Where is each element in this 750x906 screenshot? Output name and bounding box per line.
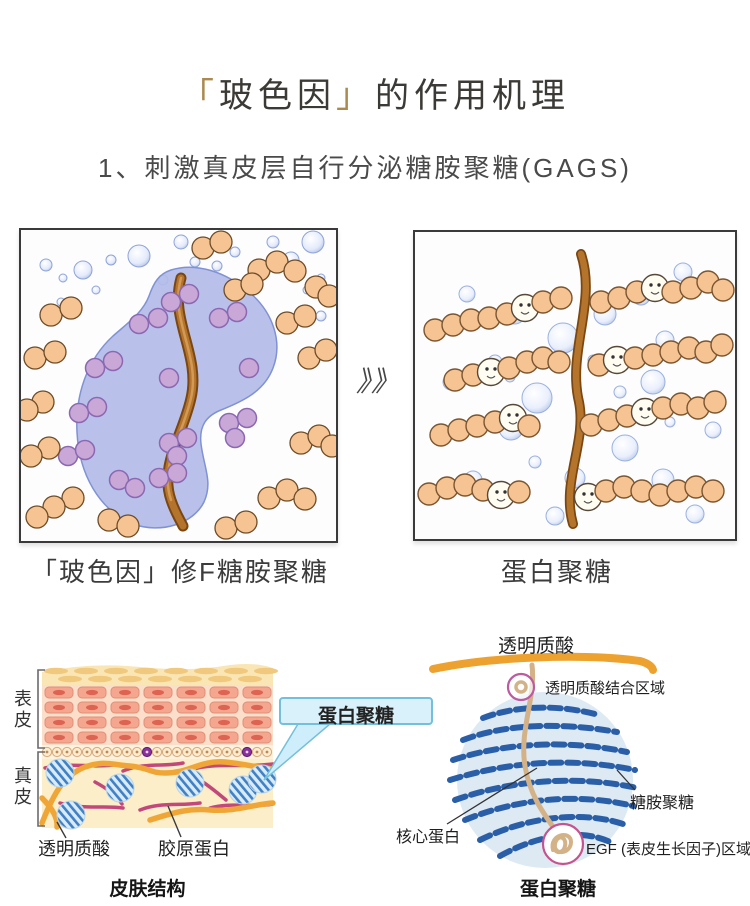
callout-tail xyxy=(263,723,333,781)
subtitle-step1: 1、刺激真皮层自行分泌糖胺聚糖(GAGS) xyxy=(98,153,632,183)
gag-bead-chains xyxy=(417,270,735,512)
hyaluronic-pointer-line xyxy=(56,821,67,839)
epidermis-label: 表皮 xyxy=(14,689,32,730)
gag-chains xyxy=(447,704,640,859)
purple-gag-beads xyxy=(57,283,260,499)
ha-binding-coil xyxy=(514,680,528,694)
basal-cells xyxy=(41,746,273,758)
gag-before-panel xyxy=(15,228,344,543)
core-strand xyxy=(566,250,590,528)
title-bracket-open: 「 xyxy=(180,77,219,115)
dermis-label: 真皮 xyxy=(14,766,32,807)
cell-blob xyxy=(76,266,278,529)
skin-structure-illustration xyxy=(37,664,433,839)
gag-pointer-line xyxy=(616,769,636,791)
ha-binding-region-label: 透明质酸结合区域 xyxy=(545,680,666,697)
proteoglycan-after-panel xyxy=(413,230,737,541)
core-protein-label: 核心蛋白 xyxy=(396,829,461,846)
ha-binding-region-circle xyxy=(506,672,536,702)
dermis-bracket xyxy=(37,751,45,827)
callout-box xyxy=(279,697,433,725)
title-rest: 的作用机理 xyxy=(375,77,570,115)
collagen-pointer-line xyxy=(167,805,182,838)
proteoglycan-molecule-illustration xyxy=(429,652,657,868)
panel-left-caption: 「玻色因」修F糖胺聚糖 xyxy=(31,557,329,587)
title-brand: 玻色因 xyxy=(219,77,336,115)
gag-before-illustration xyxy=(15,230,344,540)
proteoglycan-after-illustration xyxy=(417,249,735,529)
skin-figure-caption: 皮肤结构 xyxy=(109,879,186,900)
epidermis-bracket xyxy=(37,669,45,749)
transition-arrows: 》》 xyxy=(355,366,400,397)
gag-label: 糖胺聚糖 xyxy=(630,795,695,812)
epidermis-cells xyxy=(44,686,272,744)
pg-hyaluronic-acid-label: 透明质酸 xyxy=(498,636,575,657)
proteoglycan-figure-caption: 蛋白聚糖 xyxy=(519,879,596,900)
egf-region-label: EGF (表皮生长因子)区域 xyxy=(586,841,750,858)
page-title: 「玻色因」的作用机理 xyxy=(0,68,750,117)
orange-sugar-beads xyxy=(15,230,344,540)
panel-right-caption: 蛋白聚糖 xyxy=(500,557,613,587)
proteoglycan-callout-label: 蛋白聚糖 xyxy=(317,706,394,727)
hyaluronic-acid-label: 透明质酸 xyxy=(38,839,110,859)
collagen-label: 胶原蛋白 xyxy=(158,839,230,859)
title-bracket-close: 」 xyxy=(336,77,375,115)
egf-coil xyxy=(550,833,574,855)
core-protein-pointer-line xyxy=(446,767,538,825)
hyaluronic-acid-line xyxy=(429,652,657,674)
egf-region-circle xyxy=(541,822,585,866)
corneum-flakes xyxy=(44,667,278,683)
